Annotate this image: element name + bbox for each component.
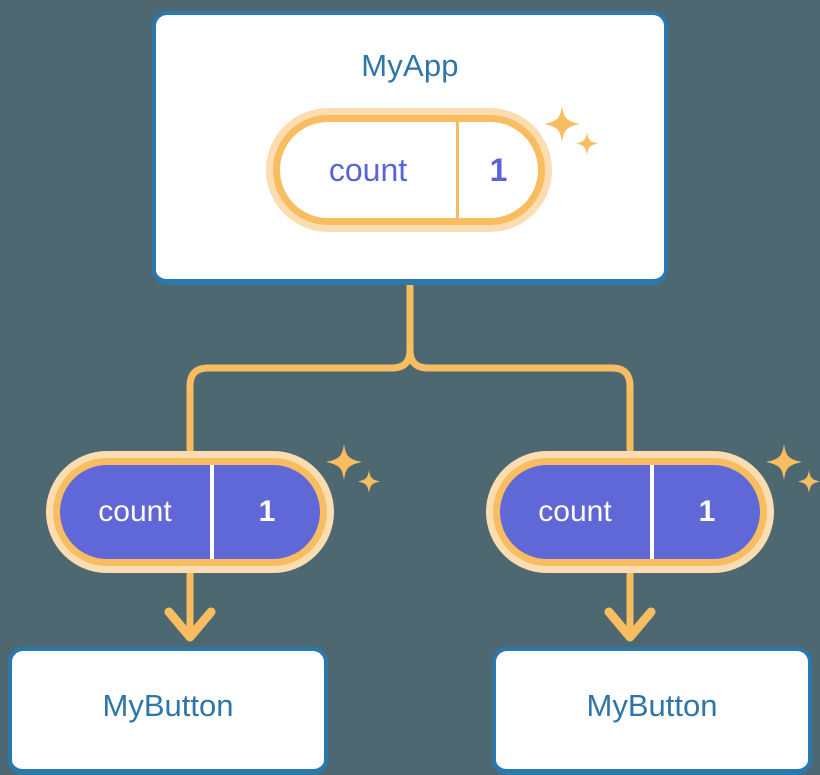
down-arrow-icon-right bbox=[604, 572, 656, 642]
down-arrow-icon-left bbox=[164, 572, 216, 642]
state-pill-child-right[interactable]: count 1 bbox=[486, 451, 774, 573]
pill-body: count 1 bbox=[280, 122, 538, 218]
mybutton-card-right[interactable]: MyButton bbox=[492, 647, 812, 775]
state-value: 1 bbox=[258, 495, 276, 528]
sparkle-icon bbox=[326, 444, 380, 493]
connector-branch-left bbox=[186, 281, 414, 456]
myapp-card: MyApp bbox=[152, 11, 668, 285]
state-pill-child-left[interactable]: count 1 bbox=[46, 451, 334, 573]
pill-body: count 1 bbox=[500, 465, 760, 559]
mybutton-card-left[interactable]: MyButton bbox=[8, 647, 328, 775]
pill-body: count 1 bbox=[60, 465, 320, 559]
state-value: 1 bbox=[489, 151, 508, 188]
mybutton-label: MyButton bbox=[586, 688, 718, 723]
state-value: 1 bbox=[698, 495, 716, 528]
state-key: count bbox=[328, 151, 408, 188]
state-pill-myapp[interactable]: count 1 bbox=[266, 108, 552, 232]
pill-divider bbox=[456, 122, 459, 218]
pill-divider bbox=[210, 465, 214, 559]
mybutton-label: MyButton bbox=[102, 688, 234, 723]
sparkle-icon bbox=[544, 106, 598, 155]
state-key: count bbox=[98, 495, 172, 528]
sparkle-icon bbox=[766, 444, 820, 493]
connector-branch-right bbox=[406, 281, 634, 456]
page-title: MyApp bbox=[361, 48, 459, 83]
state-key: count bbox=[538, 495, 612, 528]
pill-divider bbox=[650, 465, 654, 559]
